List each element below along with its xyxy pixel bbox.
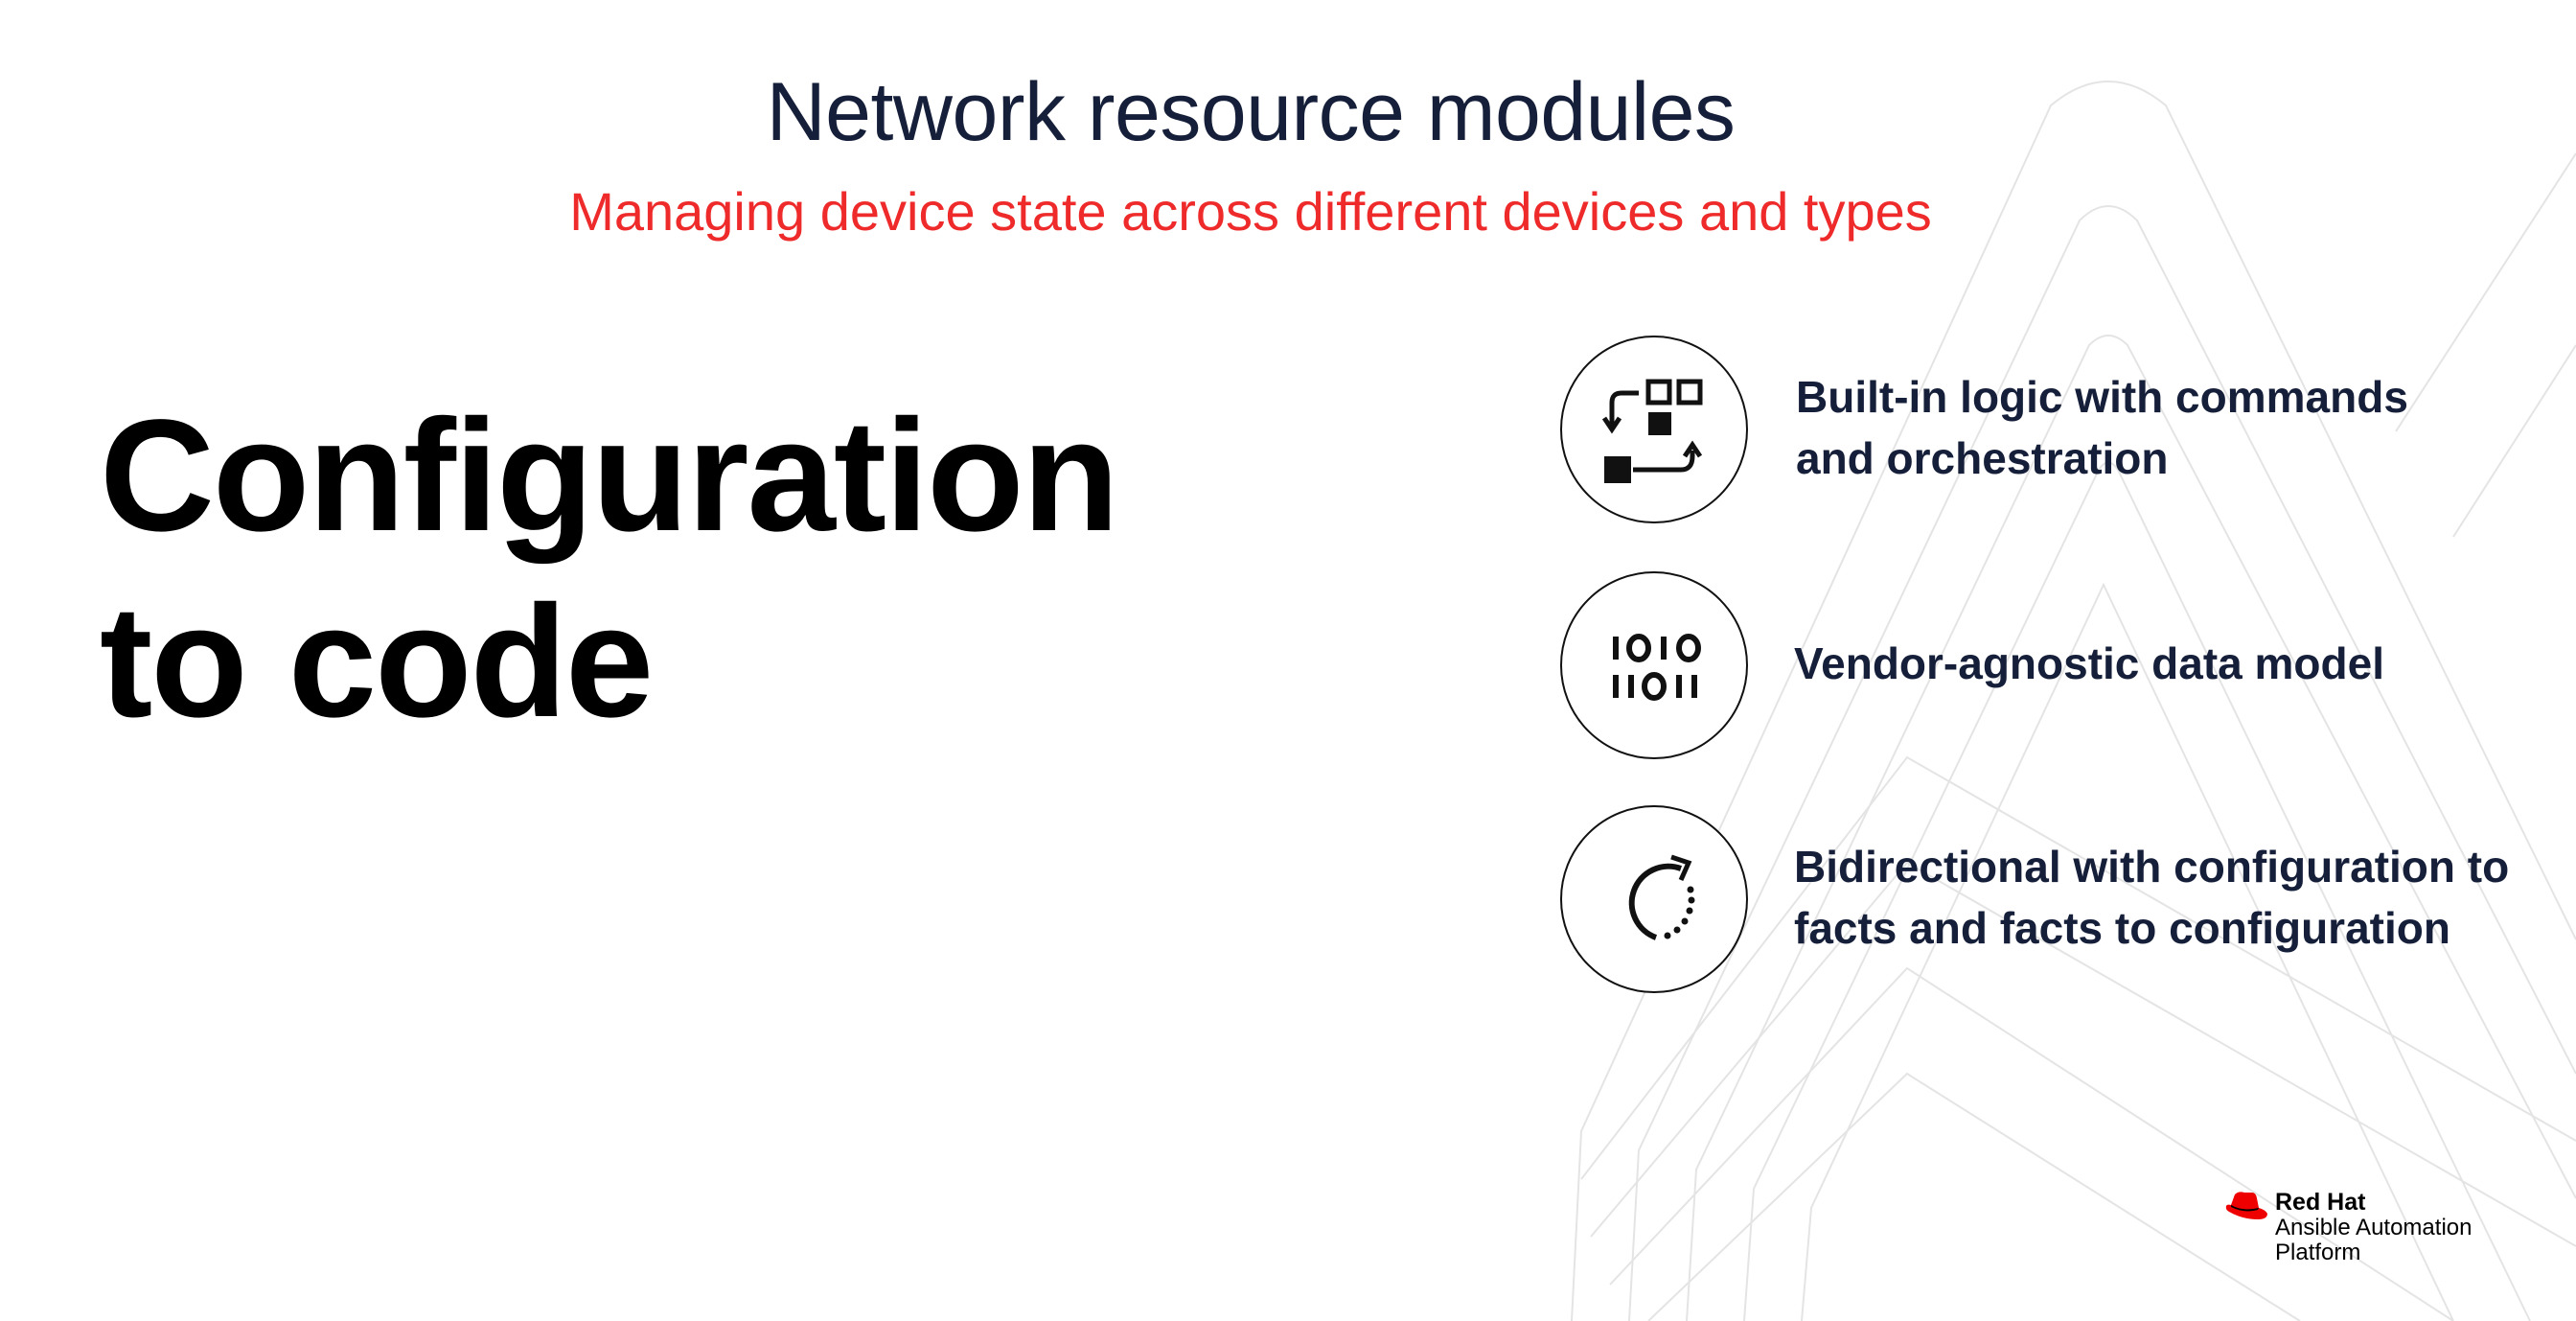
headline-line-1: Configuration [100, 387, 1119, 565]
feature-item-data-model: Vendor-agnostic data model [1794, 633, 2384, 694]
page-title: Network resource modules [766, 66, 1736, 158]
feature-item-bidirectional: Bidirectional with configuration to fact… [1794, 836, 2509, 959]
brand-product: Ansible Automation Platform [2275, 1216, 2472, 1265]
headline: Configuration to code [100, 383, 1119, 755]
feature-item-orchestration: Built-in logic with commands and orchest… [1796, 366, 2408, 489]
feature-3-line-2: facts and facts to configuration [1794, 903, 2450, 953]
orchestration-icon [1560, 336, 1748, 523]
feature-3-line-1: Bidirectional with configuration to [1794, 842, 2510, 892]
refresh-cycle-icon [1560, 805, 1748, 993]
brand-name: Red Hat [2275, 1189, 2366, 1216]
red-hat-logo: Red Hat Ansible Automation Platform [2223, 1189, 2501, 1285]
headline-line-2: to code [100, 573, 654, 751]
page-subtitle: Managing device state across different d… [569, 181, 1932, 242]
brand-product-line-1: Ansible Automation [2275, 1215, 2472, 1240]
feature-1-line-1: Built-in logic with commands [1796, 372, 2408, 422]
binary-data-icon [1560, 571, 1748, 759]
feature-2-line-1: Vendor-agnostic data model [1794, 638, 2384, 688]
feature-1-line-2: and orchestration [1796, 433, 2169, 483]
brand-product-line-2: Platform [2275, 1240, 2361, 1265]
red-hat-icon [2225, 1192, 2267, 1219]
